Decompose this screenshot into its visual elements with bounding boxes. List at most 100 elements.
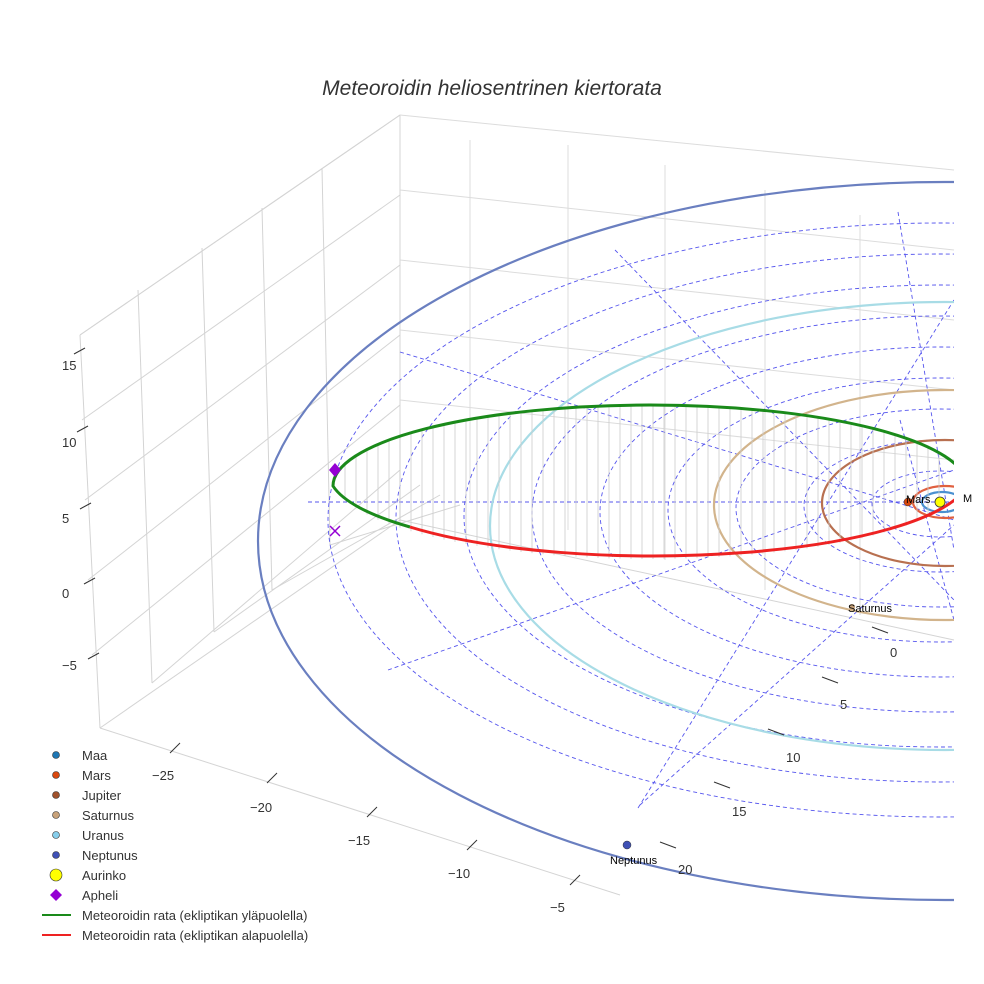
- grid-line: [99, 727, 621, 896]
- legend-label: Mars: [82, 768, 111, 783]
- meteoroid-orbit-above: [331, 403, 954, 529]
- axis-grid: [79, 114, 955, 896]
- orbit-saturnus: [712, 388, 954, 622]
- legend-label: Aurinko: [82, 868, 126, 883]
- legend-marker-3: [52, 811, 60, 819]
- orbit-mars: [911, 484, 954, 520]
- x-tick: [569, 874, 581, 886]
- ecliptic-radial: [899, 419, 954, 621]
- legend-diamond: [50, 889, 62, 901]
- x-tick-label: −5: [550, 900, 565, 915]
- grid-line: [84, 264, 401, 501]
- planet-orbits: [257, 181, 954, 901]
- legend-marker-0: [52, 751, 60, 759]
- meteoroid-orbit: [331, 403, 954, 559]
- orbit-uranus: [489, 300, 954, 752]
- ecliptic-ring: [599, 346, 954, 678]
- grid-line: [87, 334, 401, 581]
- legend-marker-1: [52, 771, 60, 779]
- x-tick-label: −25: [152, 768, 174, 783]
- orbit-jupiter: [820, 438, 954, 568]
- z-tick: [76, 425, 89, 433]
- legend-marker-6: [49, 868, 63, 882]
- z-tick-label: 10: [62, 435, 76, 450]
- legend-label: Maa: [82, 748, 108, 763]
- grid-line: [91, 404, 401, 656]
- grid-line: [261, 207, 273, 591]
- ecliptic-radial: [637, 299, 954, 809]
- ecliptic-ring: [463, 284, 954, 748]
- grid-line: [399, 114, 955, 171]
- grid-line: [99, 519, 401, 729]
- ecliptic-ring: [803, 439, 954, 573]
- grid-line: [321, 167, 331, 546]
- grid-line: [399, 329, 955, 391]
- grid-line: [201, 247, 215, 633]
- legend-marker-4: [52, 831, 60, 839]
- z-tick: [83, 577, 96, 585]
- y-tick-label: 0: [890, 645, 897, 660]
- y-tick: [767, 728, 785, 736]
- mars-marker: [903, 497, 913, 507]
- y-tick: [659, 841, 677, 849]
- grid-line: [81, 194, 401, 421]
- x-tick: [169, 742, 181, 754]
- grid-line: [399, 259, 955, 321]
- grid-line: [79, 114, 401, 336]
- ecliptic-radial: [399, 351, 954, 521]
- z-tick-label: 0: [62, 586, 69, 601]
- grid-line: [399, 519, 955, 641]
- legend-label: Saturnus: [82, 808, 135, 823]
- ecliptic-ring: [667, 377, 954, 643]
- legend-label: Apheli: [82, 888, 118, 903]
- z-tick: [87, 652, 100, 660]
- neptunus-marker: [622, 840, 632, 850]
- z-tick-label: 5: [62, 511, 69, 526]
- x-tick-label: −10: [448, 866, 470, 881]
- meteoroid-orbit-below: [409, 498, 954, 558]
- ecliptic-radial: [897, 211, 954, 551]
- grid-line: [399, 189, 955, 251]
- y-tick-label: 5: [840, 697, 847, 712]
- grid-line: [213, 484, 421, 633]
- y-tick-label: 10: [786, 750, 800, 765]
- orbit-maa: [920, 490, 954, 514]
- ecliptic-radial: [639, 524, 954, 806]
- ecliptic-ring: [327, 222, 954, 818]
- label-neptunus: Neptunus: [610, 855, 658, 867]
- orbit-neptunus: [257, 181, 954, 901]
- z-tick: [79, 502, 92, 510]
- label-mars: Mars: [906, 494, 931, 506]
- legend-marker-5: [52, 851, 60, 859]
- x-tick-label: −15: [348, 833, 370, 848]
- aphelion-projection-marker: [329, 525, 341, 537]
- y-tick-label: 15: [732, 804, 746, 819]
- x-tick: [266, 772, 278, 784]
- z-tick-label: 15: [62, 358, 76, 373]
- chart-title: Meteoroidin heliosentrinen kiertorata: [322, 77, 662, 100]
- z-tick: [73, 347, 86, 355]
- saturnus-marker: [849, 604, 855, 610]
- aphelion-marker: [329, 463, 341, 477]
- sun-marker: [934, 496, 946, 508]
- y-tick-label: 20: [678, 862, 692, 877]
- grid-line: [329, 504, 461, 546]
- label-saturnus: Saturnus: [848, 603, 893, 615]
- legend[interactable]: MaaMarsJupiterSaturnusUranusNeptunusAuri…: [42, 748, 308, 943]
- y-tick: [821, 676, 839, 684]
- ecliptic-radial: [387, 469, 954, 671]
- legend-marker-2: [52, 791, 60, 799]
- ecliptic-ring: [735, 408, 954, 608]
- ecliptic-radial: [614, 249, 954, 601]
- grid-line: [79, 334, 101, 729]
- ecliptic-ring: [871, 470, 954, 538]
- y-tick: [713, 781, 731, 789]
- x-tick: [366, 806, 378, 818]
- legend-label: Meteoroidin rata (ekliptikan yläpuolella…: [82, 908, 307, 923]
- label-maa: M: [963, 493, 972, 505]
- grid-line: [137, 289, 153, 684]
